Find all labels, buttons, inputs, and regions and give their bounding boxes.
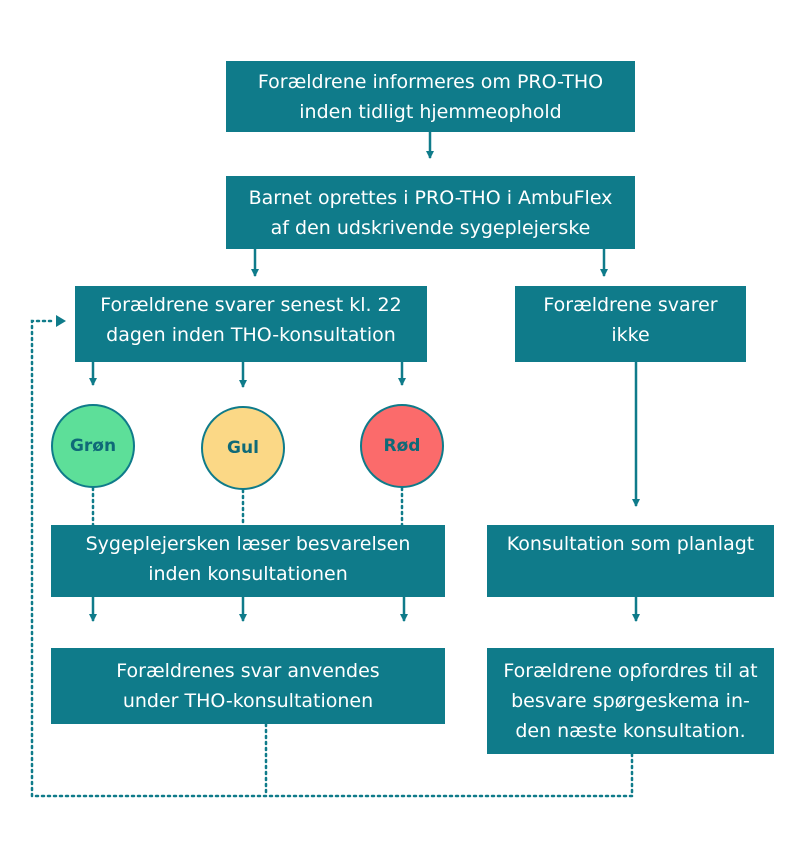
box-line: den næste konsultation. [515,720,746,742]
box-answers-used: Forældrenes svar anvendes under THO-kons… [51,648,445,724]
dotted-loop-arrowhead [56,315,66,327]
circle-yellow: Gul [201,406,285,490]
dotted-loop-encouraged [264,752,634,798]
box-line: besvare spørgeskema in- [511,690,750,712]
box-parents-encouraged: Forældrene opfordres til at besvare spør… [487,648,774,754]
box-parents-informed: Forældrene informeres om PRO-THO inden t… [226,61,635,132]
box-line: af den udskrivende sygeplejerske [270,216,591,239]
circle-red: Rød [360,404,444,488]
box-line: ikke [611,324,650,346]
box-line: Forældrene svarer senest kl. 22 [100,294,402,316]
box-line: Forældrene informeres om PRO-THO [257,70,604,93]
circle-label: Grøn [69,436,117,456]
box-line: Forældrenes svar anvendes [116,660,380,682]
circle-green: Grøn [51,404,135,488]
box-line: Forældrene opfordres til at [503,660,758,682]
box-line: Konsultation som planlagt [506,533,755,555]
box-child-created: Barnet oprettes i PRO-THO i AmbuFlex af … [226,176,635,249]
box-line: inden tidligt hjemmeophold [299,100,562,123]
box-line: under THO-konsultationen [122,690,374,712]
box-line: dagen inden THO-konsultation [106,324,396,346]
box-line: Barnet oprettes i PRO-THO i AmbuFlex [248,186,613,209]
box-parents-no-answer: Forældrene svarer ikke [515,286,746,362]
box-line: inden konsultationen [148,563,348,585]
circle-label: Rød [383,436,421,456]
box-line: Forældrene svarer [543,294,718,316]
box-nurse-reads: Sygeplejersken læser besvarelsen inden k… [51,525,445,597]
box-parents-answer: Forældrene svarer senest kl. 22 dagen in… [75,286,427,362]
box-consultation-planned: Konsultation som planlagt [487,525,774,597]
circle-label: Gul [227,438,259,458]
box-line: Sygeplejersken læser besvarelsen [85,533,411,555]
dotted-loop-back [30,319,268,798]
